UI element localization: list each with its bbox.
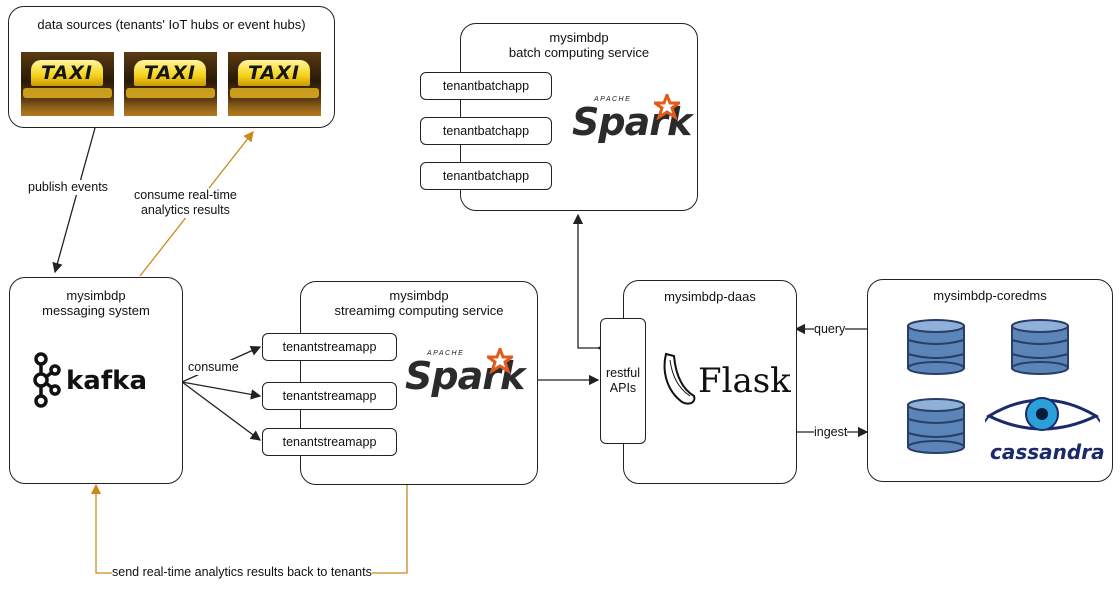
kafka-icon: [33, 352, 61, 408]
tenant-batch-app[interactable]: tenantbatchapp: [420, 72, 552, 100]
cassandra-logo-text: cassandra: [990, 440, 1105, 464]
daas-batch-arrow: [572, 213, 608, 354]
taxi-image-2: TAXI: [124, 52, 217, 116]
kafka-logo-text: kafka: [66, 366, 147, 396]
database-icon: [1011, 319, 1069, 375]
daas-title: mysimbdp-daas: [664, 289, 756, 304]
tenant-batch-app[interactable]: tenantbatchapp: [420, 162, 552, 190]
spark-logo-batch: APACHE Spark: [572, 94, 692, 144]
consume-label: consume: [188, 360, 239, 375]
send-back-arrow: [90, 483, 408, 574]
tenant-stream-app[interactable]: tenantstreamapp: [262, 382, 397, 410]
spark-star-icon: [487, 348, 513, 374]
flask-logo-text: Flask: [698, 361, 791, 401]
publish-events-arrow: [52, 127, 96, 274]
messaging-system-title: mysimbdp messaging system: [42, 288, 150, 318]
batch-service-title: mysimbdp batch computing service: [508, 30, 650, 60]
consume-arrow-3: [181, 381, 262, 441]
tenant-stream-app[interactable]: tenantstreamapp: [262, 428, 397, 456]
streaming-service-title: mysimbdp streamimg computing service: [334, 288, 504, 318]
flask-horn-icon: [663, 352, 696, 405]
tenant-batch-app[interactable]: tenantbatchapp: [420, 117, 552, 145]
spark-star-icon: [654, 94, 680, 120]
taxi-image-3: TAXI: [228, 52, 321, 116]
data-sources-title: data sources (tenants' IoT hubs or event…: [37, 17, 306, 32]
messaging-system-box: mysimbdp messaging system: [9, 277, 183, 484]
tenant-stream-app[interactable]: tenantstreamapp: [262, 333, 397, 361]
database-icon: [907, 398, 965, 454]
query-label: query: [814, 322, 846, 337]
taxi-image-1: TAXI: [21, 52, 114, 116]
cassandra-eye-icon: [985, 397, 1100, 431]
consume-results-label: consume real-time analytics results: [134, 188, 237, 218]
coredms-title: mysimbdp-coredms: [933, 288, 1047, 303]
database-icon: [907, 319, 965, 375]
spark-logo-streaming: APACHE Spark: [405, 348, 525, 398]
daas-box: mysimbdp-daas: [623, 280, 797, 484]
ingest-label: ingest: [814, 425, 848, 440]
consume-arrow-2: [181, 381, 262, 400]
publish-events-label: publish events: [28, 180, 108, 195]
restful-apis[interactable]: restful APIs: [600, 318, 646, 444]
send-back-label: send real-time analytics results back to…: [112, 565, 372, 580]
